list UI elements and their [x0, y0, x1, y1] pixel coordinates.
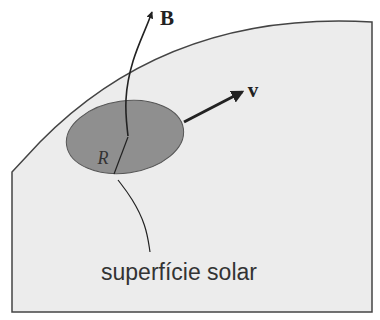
- radius-line: [114, 137, 128, 174]
- solar-surface: Rsuperfície solar: [12, 8, 372, 312]
- field-label: B: [160, 8, 174, 29]
- surface-label: superfície solar: [101, 261, 257, 284]
- field-line-arrow: [126, 12, 152, 136]
- radius-label: R: [98, 149, 109, 167]
- sunspot-outline: [65, 99, 185, 175]
- leader-line: [118, 180, 150, 252]
- velocity-arrow: [184, 92, 242, 122]
- sunspot-ellipse: R: [65, 99, 185, 175]
- surface-region: [12, 21, 372, 312]
- velocity-label: v: [248, 80, 259, 101]
- sunspot: [62, 93, 189, 181]
